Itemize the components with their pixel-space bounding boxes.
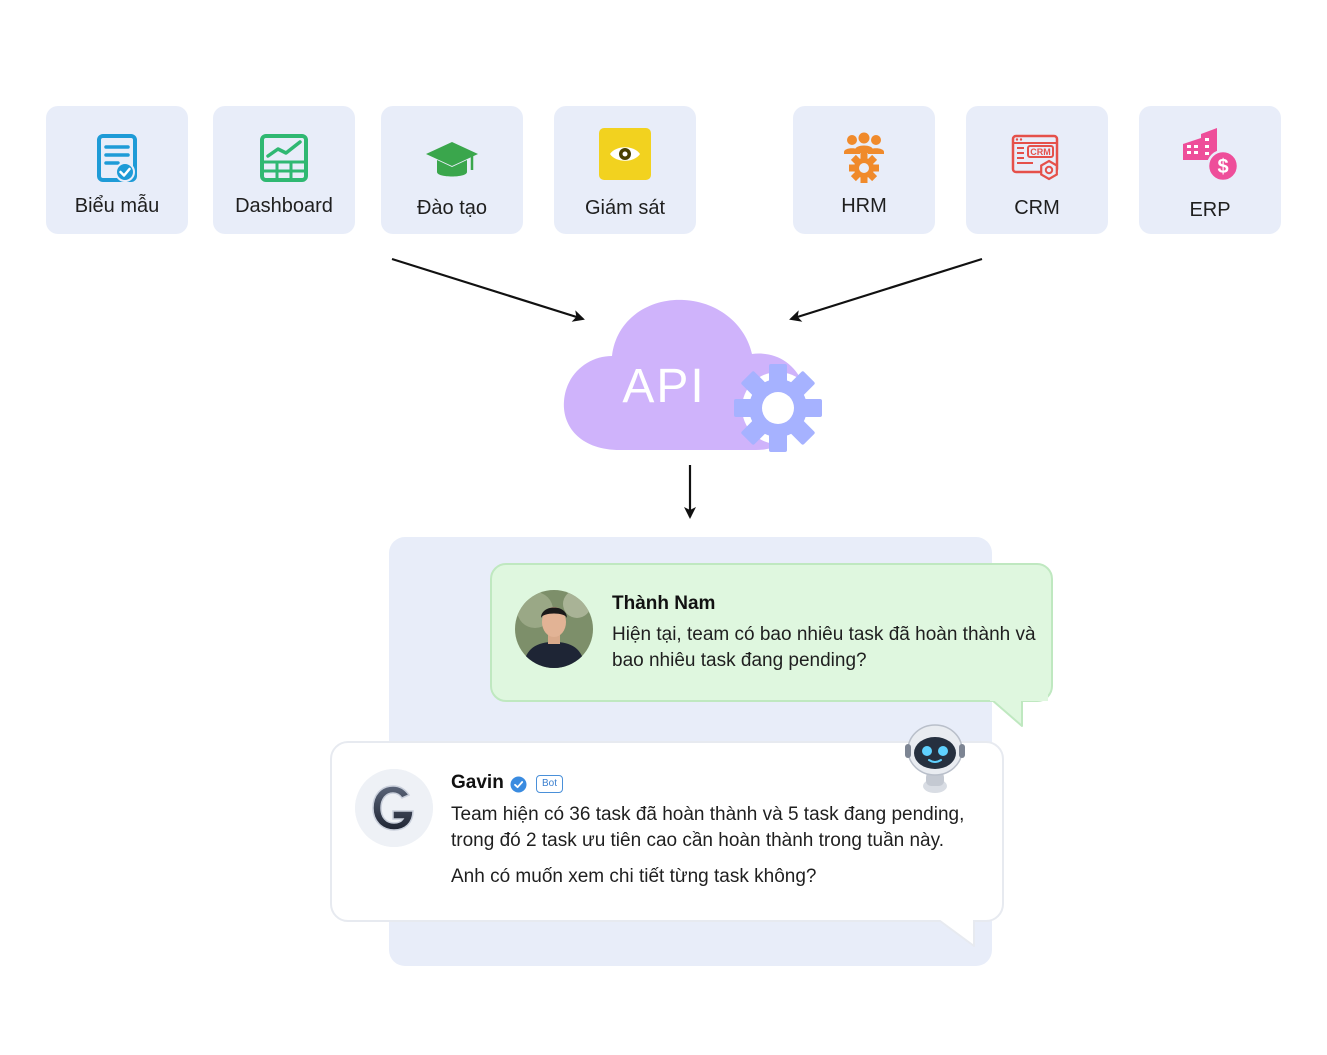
avatar bbox=[515, 590, 593, 668]
module-label: Biểu mẫu bbox=[74, 195, 160, 217]
module-label: HRM bbox=[841, 195, 887, 217]
arrow-left-to-api bbox=[391, 257, 585, 322]
team-gear-icon bbox=[844, 132, 884, 183]
module-label: Giám sát bbox=[584, 197, 666, 219]
module-label: ERP bbox=[1189, 199, 1231, 221]
module-tile-bieu-mau[interactable]: Biểu mẫu bbox=[46, 106, 188, 234]
bot-avatar-g-logo bbox=[355, 769, 433, 847]
bot-badge: Bot bbox=[536, 775, 564, 793]
user-message: Hiện tại, team có bao nhiêu task đã hoàn… bbox=[612, 624, 1036, 671]
module-tile-dao-tao[interactable]: Đào tạo bbox=[381, 106, 523, 234]
svg-text:CRM: CRM bbox=[1030, 147, 1051, 157]
robot-icon bbox=[905, 724, 965, 793]
spreadsheet-chart-icon bbox=[260, 134, 308, 182]
graduation-cap-icon bbox=[426, 142, 478, 177]
module-tile-crm[interactable]: CRM CRM bbox=[966, 106, 1108, 234]
user-bubble-tail bbox=[990, 690, 1048, 727]
form-icon bbox=[97, 134, 137, 182]
crm-window-icon: CRM bbox=[1011, 134, 1059, 181]
verified-check-icon bbox=[510, 776, 527, 793]
bot-bubble-tail bbox=[930, 910, 978, 947]
api-label: API bbox=[622, 360, 705, 413]
bot-name: Gavin bbox=[451, 772, 504, 793]
bot-message-2: Anh có muốn xem chi tiết từng task không… bbox=[451, 866, 817, 887]
bot-message-1: Team hiện có 36 task đã hoàn thành và 5 … bbox=[451, 804, 965, 851]
bot-message-bubble bbox=[330, 741, 1004, 922]
cloud-gear-icon: API bbox=[563, 299, 822, 452]
module-label: CRM bbox=[1014, 197, 1060, 219]
module-tile-hrm[interactable]: HRM bbox=[793, 106, 935, 234]
buildings-dollar-icon: $ bbox=[1183, 128, 1239, 183]
module-label: Dashboard bbox=[235, 195, 333, 217]
user-name: Thành Nam bbox=[612, 593, 716, 614]
module-tile-erp[interactable]: $ ERP bbox=[1139, 106, 1281, 234]
svg-text:$: $ bbox=[1217, 156, 1228, 178]
module-tile-dashboard[interactable]: Dashboard bbox=[213, 106, 355, 234]
module-label: Đào tạo bbox=[416, 197, 488, 219]
module-tile-giam-sat[interactable]: Giám sát bbox=[554, 106, 696, 234]
eye-icon bbox=[599, 128, 651, 180]
